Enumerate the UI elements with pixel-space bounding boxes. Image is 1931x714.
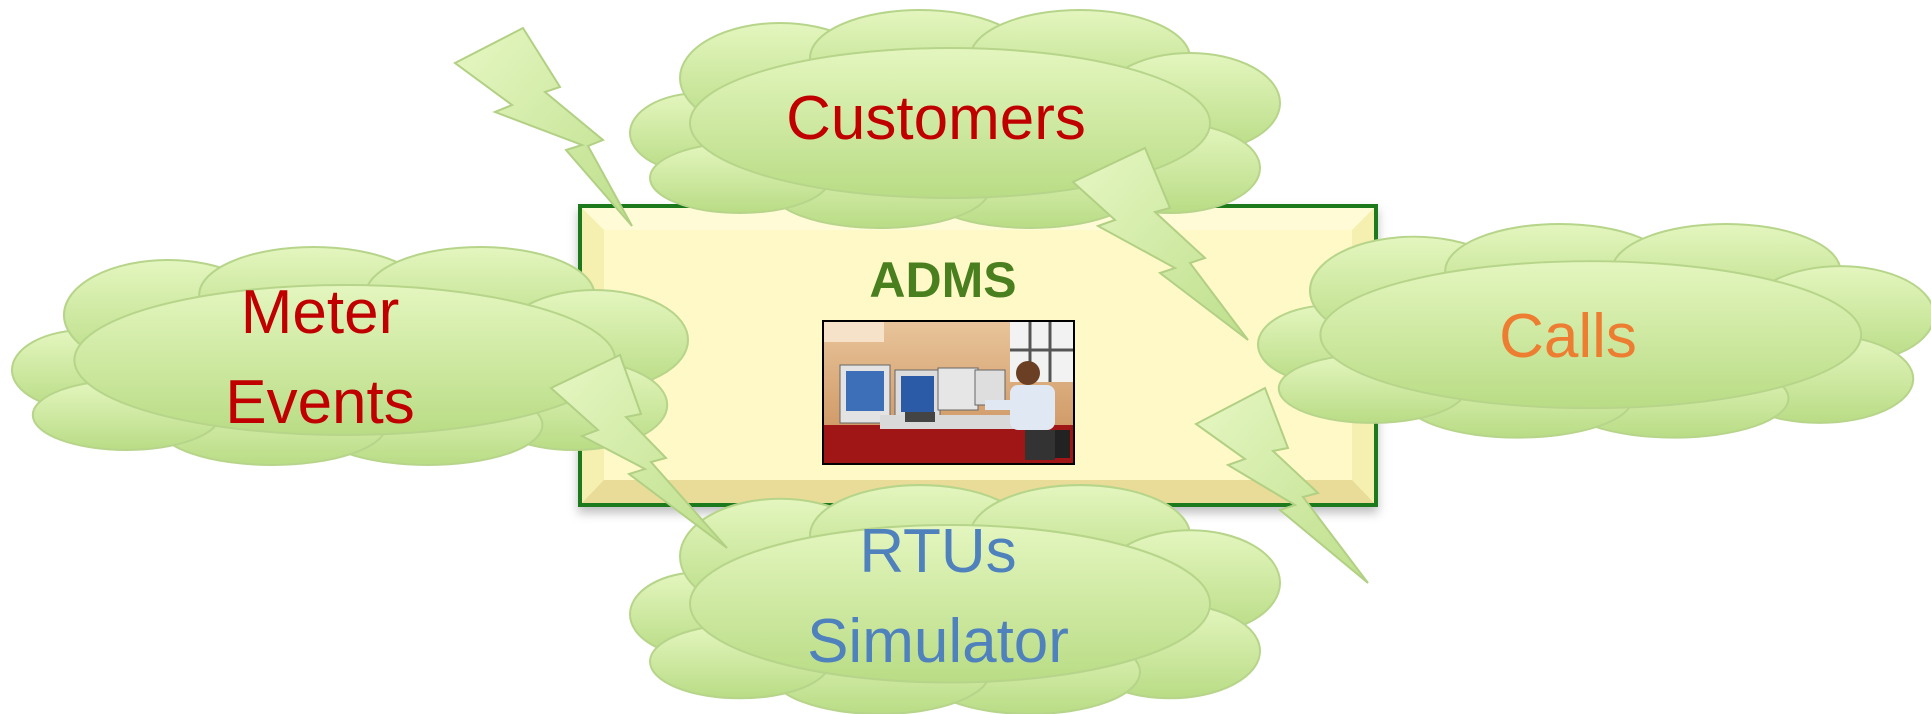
- lightning-bolt-icon: [1071, 146, 1249, 341]
- calls-label: Calls: [1499, 302, 1637, 371]
- lightning-bolt-icon: [1194, 386, 1369, 584]
- lightning-bolt-icon: [453, 26, 633, 227]
- adms-title: ADMS: [869, 252, 1016, 308]
- rtus-label-line2: Simulator: [807, 607, 1069, 676]
- meter-events-label-line2: Events: [225, 368, 415, 437]
- lightning-bolt-icon: [549, 353, 728, 549]
- control-room-photo: [822, 320, 1075, 465]
- meter-events-label-line1: Meter: [241, 278, 399, 347]
- customers-label: Customers: [786, 84, 1086, 153]
- rtus-label-line1: RTUs: [859, 517, 1016, 586]
